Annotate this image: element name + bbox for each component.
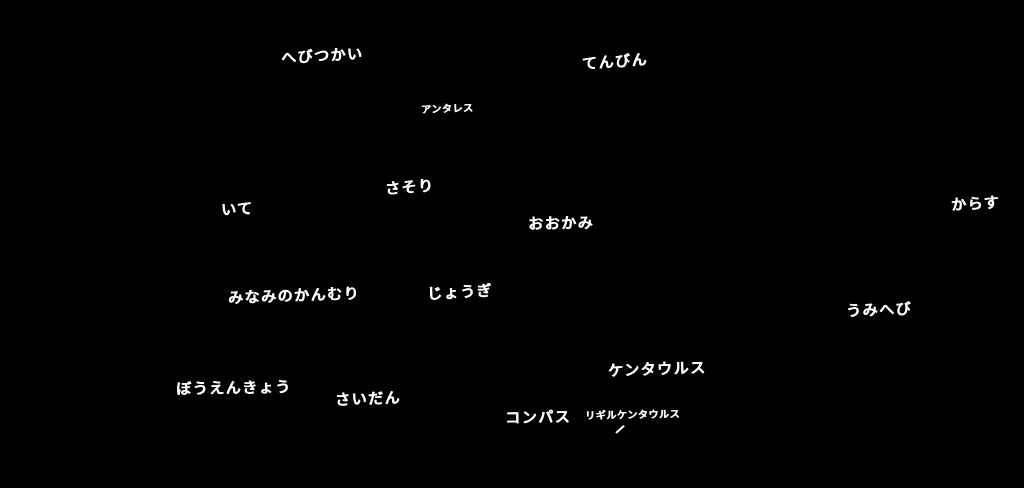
constellation-label-norma: じょうぎ <box>426 281 494 303</box>
star-name-label-antares: アンタレス <box>420 103 474 116</box>
constellation-label-hydra: うみへび <box>845 299 913 320</box>
constellation-label-scorpius: さそり <box>384 176 435 198</box>
constellation-label-sagittarius: いて <box>220 199 254 219</box>
constellation-label-libra: てんびん <box>581 50 649 73</box>
constellation-label-telescopium: ぼうえんきょう <box>175 377 292 398</box>
constellation-label-ophiuchus: へびつかい <box>280 44 364 67</box>
constellation-label-circinus: コンパス <box>504 407 572 427</box>
star-pointer-line <box>615 424 625 434</box>
star-name-label-rigil-kentaurus: リギルケンタウルス <box>584 409 681 422</box>
constellation-label-centaurus: ケンタウルス <box>607 358 707 380</box>
constellation-label-corvus: からす <box>950 193 1001 214</box>
constellation-label-lupus: おおかみ <box>527 213 595 233</box>
constellation-label-ara: さいだん <box>334 388 402 409</box>
constellation-label-corona-australis: みなみのかんむり <box>227 284 361 307</box>
